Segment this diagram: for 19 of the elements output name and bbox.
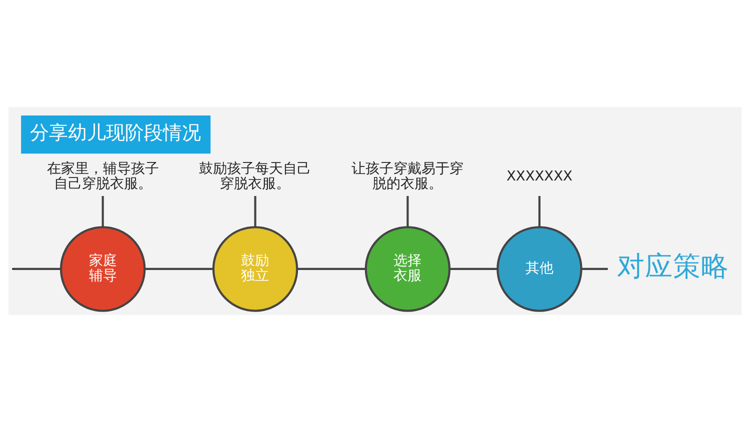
node-text: 让孩子穿戴易于穿脱的衣服。 xyxy=(352,161,464,192)
connector xyxy=(406,196,409,227)
node-circle: 家庭辅导 xyxy=(60,226,146,312)
connector xyxy=(538,196,540,227)
node-text: 对应策略 xyxy=(616,250,729,282)
node-text: 鼓励孩子每天自己穿脱衣服。 xyxy=(199,161,312,192)
connector xyxy=(102,196,104,227)
connector xyxy=(297,268,366,270)
node-text: 在家里，辅导孩子自己穿脱衣服。 xyxy=(46,161,159,192)
connector xyxy=(450,268,498,270)
node-circle: 鼓励独立 xyxy=(212,226,298,312)
node-circle: 其他 xyxy=(496,226,582,312)
diagram-title: 分享幼儿现阶段情况 xyxy=(30,122,202,144)
node-circle: 选择衣服 xyxy=(364,226,451,312)
connector xyxy=(144,268,214,270)
connector xyxy=(254,196,256,227)
node-text: XXXXXXX xyxy=(506,168,572,184)
connector xyxy=(581,268,608,270)
connector xyxy=(13,268,61,270)
